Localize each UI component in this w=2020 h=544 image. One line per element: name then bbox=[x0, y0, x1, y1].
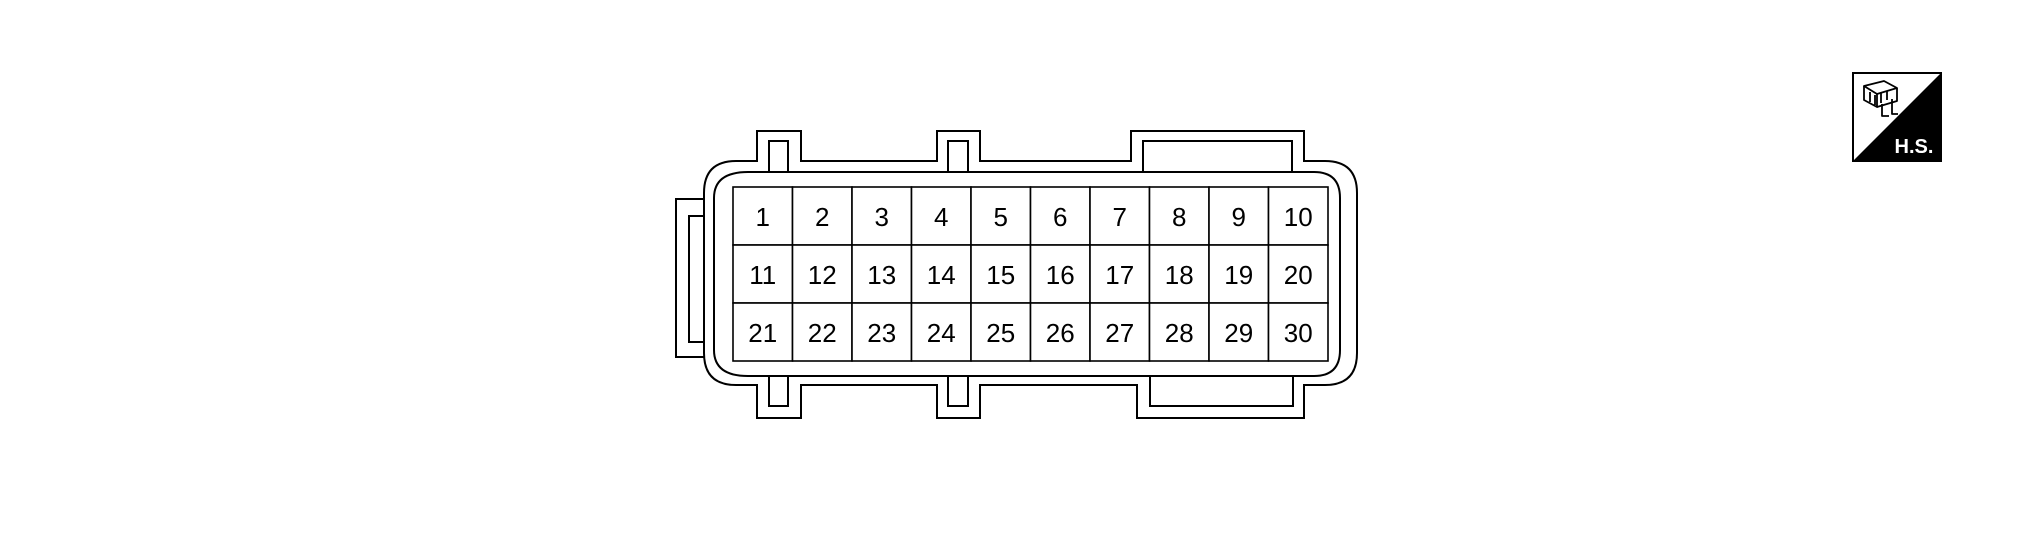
badge-dark-triangle bbox=[1853, 73, 1941, 161]
pin-cell-7: 7 bbox=[1089, 186, 1151, 246]
pin-cell-21: 21 bbox=[732, 302, 794, 362]
pin-cell-29: 29 bbox=[1208, 302, 1270, 362]
harness-side-connector-icon bbox=[1863, 80, 1898, 117]
pin-cell-border bbox=[1029, 244, 1091, 304]
pin-number: 10 bbox=[1284, 202, 1313, 232]
harness-side-badge: H.S. bbox=[1852, 72, 1942, 162]
pin-cell-22: 22 bbox=[791, 302, 853, 362]
pin-number: 16 bbox=[1046, 260, 1075, 290]
connector-housing bbox=[675, 130, 1358, 419]
pin-cell-5: 5 bbox=[970, 186, 1032, 246]
pin-number: 4 bbox=[934, 202, 948, 232]
top-slot-left bbox=[768, 140, 789, 173]
pin-number: 19 bbox=[1224, 260, 1253, 290]
pin-number: 25 bbox=[986, 318, 1015, 348]
pin-cell-border bbox=[791, 186, 853, 246]
pin-cell-12: 12 bbox=[791, 244, 853, 304]
pin-number: 29 bbox=[1224, 318, 1253, 348]
pin-number: 6 bbox=[1053, 202, 1067, 232]
pin-number: 9 bbox=[1232, 202, 1246, 232]
pin-cell-16: 16 bbox=[1029, 244, 1091, 304]
badge-label: H.S. bbox=[1895, 136, 1934, 158]
pin-cell-2: 2 bbox=[791, 186, 853, 246]
side-lock-inner bbox=[688, 215, 704, 343]
pin-number: 23 bbox=[867, 318, 896, 348]
pin-cell-border bbox=[1089, 302, 1151, 362]
pin-cell-27: 27 bbox=[1089, 302, 1151, 362]
pin-cell-25: 25 bbox=[970, 302, 1032, 362]
pin-cell-8: 8 bbox=[1148, 186, 1210, 246]
pin-cell-border bbox=[1208, 302, 1270, 362]
housing-outer-outline bbox=[703, 130, 1358, 419]
pin-number: 20 bbox=[1284, 260, 1313, 290]
pin-cell-6: 6 bbox=[1029, 186, 1091, 246]
pin-cell-26: 26 bbox=[1029, 302, 1091, 362]
pin-number: 26 bbox=[1046, 318, 1075, 348]
pin-cell-4: 4 bbox=[910, 186, 972, 246]
pin-number: 18 bbox=[1165, 260, 1194, 290]
pin-number: 11 bbox=[749, 260, 776, 290]
pin-number: 12 bbox=[808, 260, 837, 290]
pin-cell-border bbox=[1089, 186, 1151, 246]
pin-cell-11: 11 bbox=[732, 244, 794, 304]
pin-cell-border bbox=[1208, 186, 1270, 246]
pin-number: 28 bbox=[1165, 318, 1194, 348]
pin-cell-border bbox=[1267, 244, 1329, 304]
pin-cell-17: 17 bbox=[1089, 244, 1151, 304]
top-key-slot bbox=[1142, 140, 1293, 173]
pin-cell-18: 18 bbox=[1148, 244, 1210, 304]
pin-number: 17 bbox=[1105, 260, 1134, 290]
bottom-key-slot bbox=[1149, 375, 1294, 407]
pin-number: 22 bbox=[808, 318, 837, 348]
pin-number: 8 bbox=[1172, 202, 1186, 232]
pin-number: 7 bbox=[1113, 202, 1127, 232]
pin-number: 27 bbox=[1105, 318, 1134, 348]
bottom-slot-middle bbox=[947, 375, 969, 407]
pin-number: 3 bbox=[875, 202, 889, 232]
pin-number: 15 bbox=[986, 260, 1015, 290]
pin-cell-15: 15 bbox=[970, 244, 1032, 304]
pin-cell-28: 28 bbox=[1148, 302, 1210, 362]
pin-cell-1: 1 bbox=[732, 186, 794, 246]
pin-number: 1 bbox=[756, 202, 770, 232]
pin-cell-border bbox=[791, 302, 853, 362]
pin-number: 30 bbox=[1284, 318, 1313, 348]
pin-number: 2 bbox=[815, 202, 829, 232]
pin-cell-9: 9 bbox=[1208, 186, 1270, 246]
pin-number: 24 bbox=[927, 318, 956, 348]
pin-cell-24: 24 bbox=[910, 302, 972, 362]
pin-number: 21 bbox=[748, 318, 777, 348]
bottom-slot-left bbox=[768, 375, 789, 407]
pin-cell-border bbox=[732, 302, 794, 362]
pin-cell-13: 13 bbox=[851, 244, 913, 304]
pin-cell-border bbox=[732, 186, 794, 246]
side-lock-outline bbox=[675, 198, 704, 358]
pin-cell-border bbox=[910, 302, 972, 362]
pin-number: 5 bbox=[994, 202, 1008, 232]
pin-cell-19: 19 bbox=[1208, 244, 1270, 304]
pin-cell-10: 10 bbox=[1267, 186, 1329, 246]
top-slot-middle bbox=[947, 140, 969, 173]
pin-cell-14: 14 bbox=[910, 244, 972, 304]
pin-number: 13 bbox=[867, 260, 896, 290]
pin-cell-30: 30 bbox=[1267, 302, 1329, 362]
pin-number: 14 bbox=[927, 260, 956, 290]
pin-cell-3: 3 bbox=[851, 186, 913, 246]
pin-cell-border bbox=[1148, 244, 1210, 304]
pin-cell-border bbox=[910, 186, 972, 246]
pin-cell-border bbox=[1029, 302, 1091, 362]
pin-cell-border bbox=[1267, 186, 1329, 246]
pin-cell-23: 23 bbox=[851, 302, 913, 362]
pin-cell-20: 20 bbox=[1267, 244, 1329, 304]
pin-cell-border bbox=[1089, 244, 1151, 304]
housing-inner-outline bbox=[713, 171, 1341, 377]
pin-cell-border bbox=[1267, 302, 1329, 362]
